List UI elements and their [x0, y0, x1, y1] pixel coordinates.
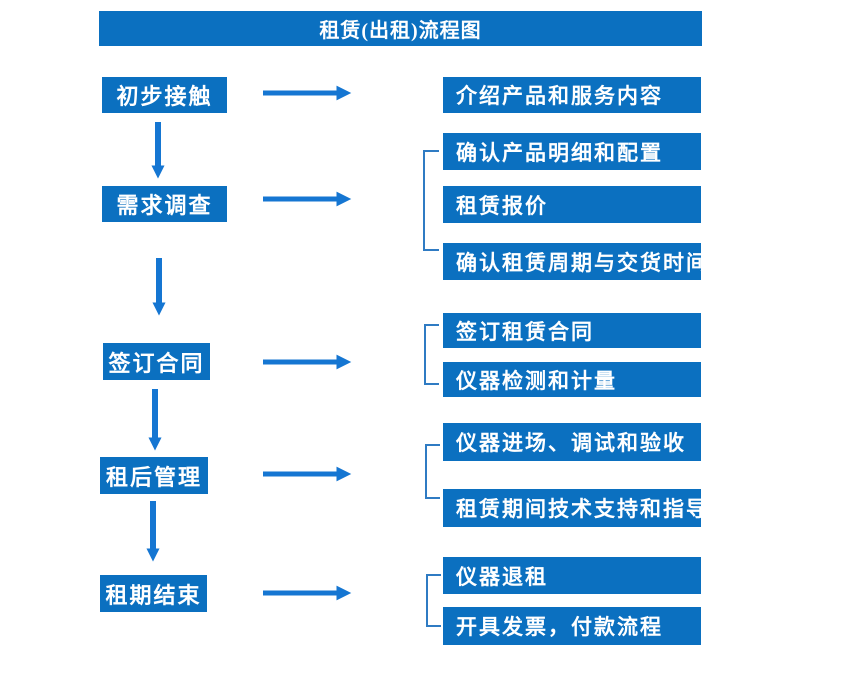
step-box-post-rental-management: 租后管理	[100, 457, 208, 494]
bracket-rental-end-outputs	[426, 574, 441, 627]
output-box-instrument-return: 仪器退租	[443, 557, 701, 594]
flowchart-title: 租赁(出租)流程图	[319, 20, 482, 42]
step-box-initial-contact: 初步接触	[102, 77, 227, 113]
output-box-rental-quote: 租赁报价	[443, 186, 701, 223]
output-box-invoice-payment: 开具发票，付款流程	[443, 607, 701, 645]
output-box-confirm-product-details: 确认产品明细和配置	[443, 133, 701, 170]
output-box-tech-support: 租赁期间技术支持和指导	[443, 489, 707, 527]
bracket-sign-contract-outputs	[424, 324, 439, 385]
bracket-demand-survey-outputs	[423, 150, 439, 251]
output-box-confirm-rental-period: 确认租赁周期与交货时间	[443, 243, 707, 280]
output-box-instrument-testing: 仪器检测和计量	[443, 362, 701, 397]
output-box-instrument-setup: 仪器进场、调试和验收	[443, 423, 701, 461]
step-box-rental-end: 租期结束	[100, 575, 207, 612]
flowchart-title-bar: 租赁(出租)流程图	[99, 11, 702, 46]
output-box-introduce-products: 介绍产品和服务内容	[443, 77, 701, 113]
bracket-post-rental-outputs	[425, 444, 440, 499]
output-box-sign-rental-contract: 签订租赁合同	[443, 313, 701, 348]
step-box-demand-survey: 需求调查	[102, 186, 227, 222]
step-box-sign-contract: 签订合同	[103, 343, 210, 380]
